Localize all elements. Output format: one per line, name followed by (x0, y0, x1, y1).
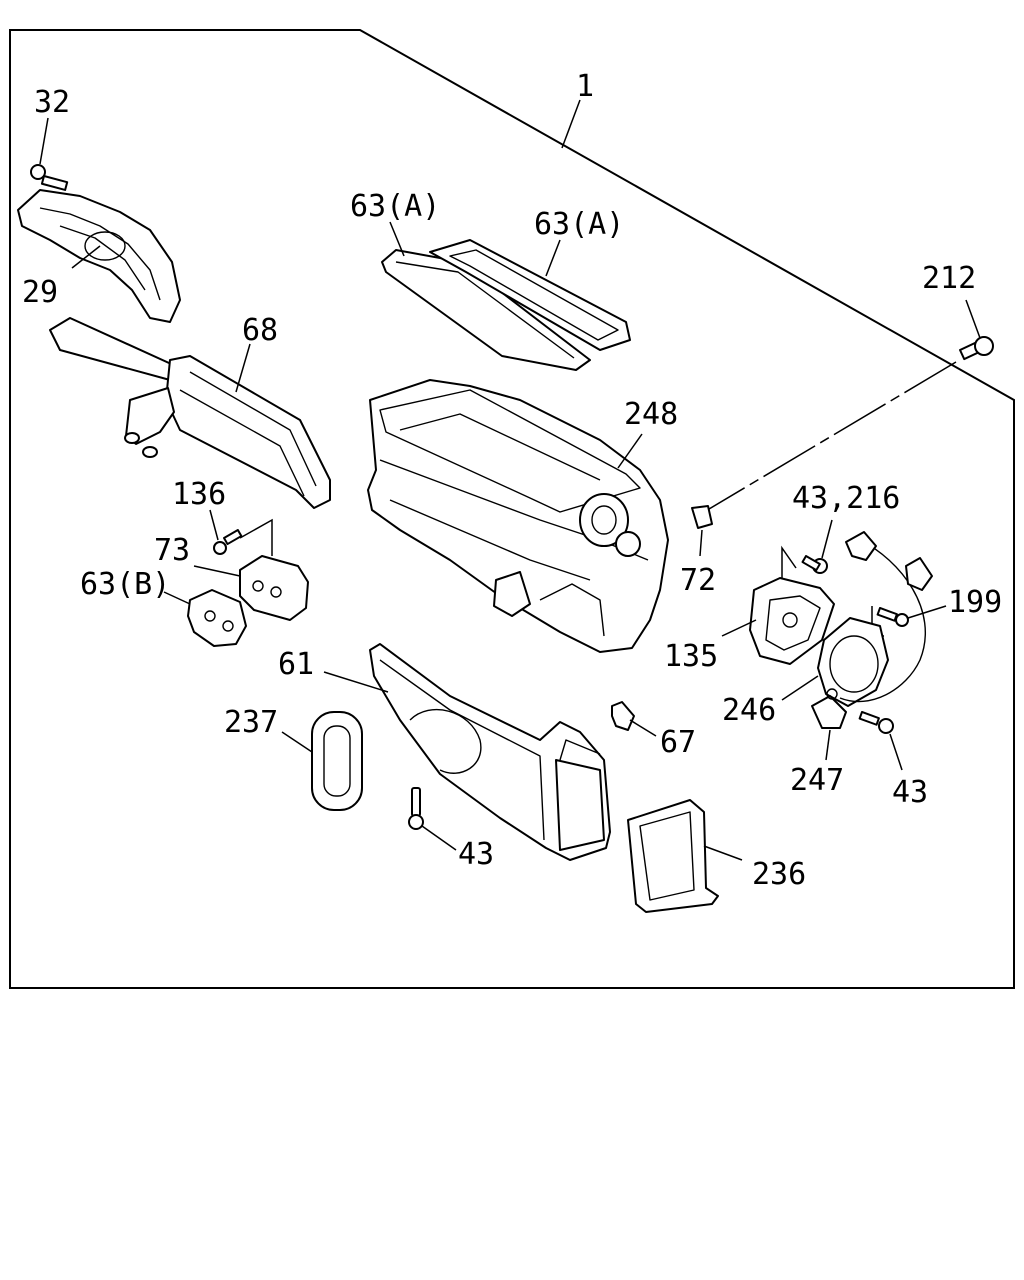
callout-73: 73 (154, 533, 190, 568)
callout-63a-right: 63(A) (534, 207, 624, 242)
part-246-motor-housing (817, 531, 933, 707)
leader-43-right (889, 733, 903, 771)
leader-135 (721, 619, 757, 637)
part-61-blower-case (369, 643, 611, 861)
callout-136: 136 (172, 477, 226, 512)
callout-246: 246 (722, 693, 776, 728)
part-248-heater-case (367, 379, 669, 653)
callout-63a-left: 63(A) (350, 189, 440, 224)
leader-61 (323, 671, 389, 693)
leader-248 (617, 433, 643, 469)
callout-236: 236 (752, 857, 806, 892)
part-136-screw (213, 529, 243, 555)
callout-61: 61 (278, 647, 314, 682)
leader-199 (907, 605, 947, 619)
callout-43-bottom: 43 (458, 837, 494, 872)
part-43-right-screw (858, 711, 894, 734)
leader-236 (703, 845, 743, 861)
part-63a-gasket-left (381, 249, 591, 371)
leader-1 (561, 99, 581, 149)
callout-199: 199 (948, 585, 1002, 620)
leader-136 (209, 509, 219, 541)
part-43-216-screw (801, 555, 828, 574)
leader-29 (71, 245, 101, 269)
part-199-screw (876, 606, 909, 627)
part-63a-gasket-right (429, 239, 631, 351)
leader-212-to-72 (703, 361, 957, 513)
callout-247: 247 (790, 763, 844, 798)
callout-248: 248 (624, 397, 678, 432)
leader-67 (629, 719, 657, 737)
diagram-frame (9, 29, 1015, 989)
part-73-pad (239, 555, 309, 621)
leader-43-216 (821, 519, 833, 559)
callout-32: 32 (34, 85, 70, 120)
part-29-duct (17, 189, 181, 323)
leader-68 (235, 343, 251, 393)
callout-135: 135 (664, 639, 718, 674)
callout-1: 1 (576, 69, 594, 104)
leader-63b (163, 591, 191, 605)
part-72-clip (691, 505, 713, 529)
part-212-screw (958, 336, 994, 361)
part-32-bolt (30, 164, 69, 191)
leader-63a-left (389, 221, 405, 257)
leader-212 (965, 299, 981, 339)
callout-67: 67 (660, 725, 696, 760)
callout-43-216: 43,216 (792, 481, 900, 516)
leader-43-216-to-135 (781, 545, 797, 590)
part-63b-gasket (187, 589, 247, 647)
leader-73 (193, 565, 241, 577)
callout-237: 237 (224, 705, 278, 740)
callout-68: 68 (242, 313, 278, 348)
leader-247 (825, 729, 831, 761)
callout-212: 212 (922, 261, 976, 296)
part-135-actuator (749, 577, 835, 665)
callout-29: 29 (22, 275, 58, 310)
leader-237 (281, 731, 313, 753)
leader-63a-right (545, 239, 561, 277)
callout-72: 72 (680, 563, 716, 598)
part-247-clamp (811, 688, 847, 729)
part-43-bottom-screw (408, 787, 424, 830)
callout-43-right: 43 (892, 775, 928, 810)
leader-32 (39, 117, 49, 165)
callout-63b: 63(B) (80, 567, 170, 602)
leader-136-to-73 (239, 518, 273, 556)
part-236-filter-frame (627, 799, 719, 913)
part-67-clip (611, 701, 635, 731)
part-68-heater-core (49, 317, 331, 509)
leader-72 (699, 529, 703, 557)
leader-43-bottom (421, 825, 457, 851)
part-237-seal (311, 711, 363, 811)
leader-246 (781, 675, 819, 701)
